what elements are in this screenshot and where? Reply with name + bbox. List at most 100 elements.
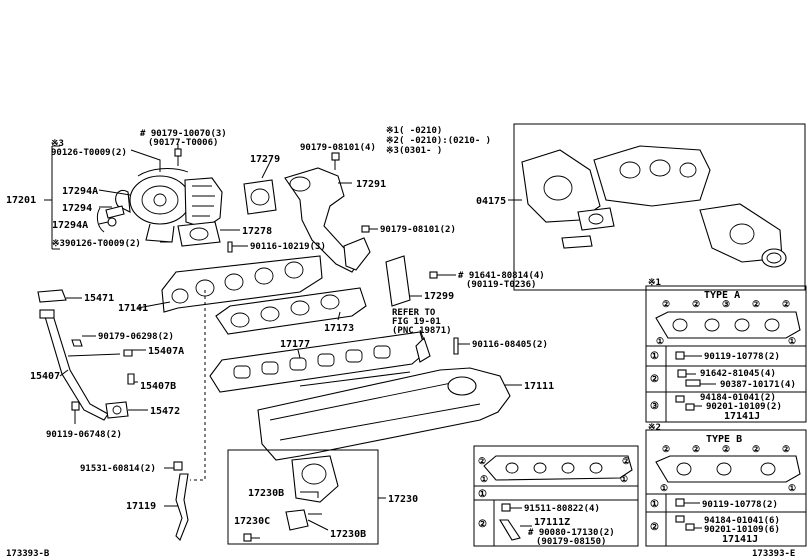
label-17279: 17279 [250,154,280,165]
type-b-row1-num: ① [650,499,659,510]
label-15407a: 15407A [148,346,184,357]
type-b-row2-part-b: 90201-10109(6) [704,525,780,535]
diagram-id-left: 173393-B [6,549,50,559]
callout-2: ② [782,300,790,310]
label-90126-t0009-b: ※390126-T0009(2) [52,239,141,249]
label-17230: 17230 [388,494,418,505]
tube-17119-group [164,461,189,541]
circled-callouts: ② ② ③ ② ② ① ① ② ② ② ② ② ① ① ② ② ① ① [478,300,796,494]
type-a-row1-num: ① [650,351,659,362]
label-91511-80822: 91511-80822(4) [524,504,600,514]
callout-1: ① [660,484,668,494]
type-b-row2-part-a: 94184-01041(6) [704,516,780,526]
intake-manifold-group [257,255,522,461]
type-a-row3-part-a: 94184-01041(2) [700,393,776,403]
note1-line: ※1( -0210) [386,126,442,136]
label-17299: 17299 [424,291,454,302]
label-17230b-1: 17230B [248,488,284,499]
type-a-row3-num: ③ [650,401,659,412]
note3-label: ※3 [51,139,64,149]
bottom-row1-num: ① [478,489,487,500]
turbocharger-group [44,144,248,253]
callout-1: ① [656,337,664,347]
type-a-row1-part: 90119-10778(2) [704,352,780,362]
label-91641-80814: # 91641-80814(4) [458,271,545,281]
label-90080-17130: # 90080-17130(2) [528,528,615,538]
type-b-row1-part: 90119-10778(2) [702,500,778,510]
callout-2: ② [692,300,700,310]
callout-2: ② [622,457,630,467]
label-90179-08150: (90179-08150) [536,537,606,547]
label-17111z: 17111Z [534,517,570,528]
bottom-row2-num: ② [478,519,487,530]
note2-line: ※2( -0210):(0210- ) [386,136,491,146]
label-17230c: 17230C [234,516,270,527]
type-a-row3-part-c: 17141J [724,411,760,422]
label-15471: 15471 [84,293,114,304]
callout-1: ① [620,475,628,485]
refer-fig-label: FIG 19-01 [392,317,441,327]
refer-to-label: REFER TO [392,308,436,318]
bottom-manifold-box [473,445,639,547]
callout-2: ② [752,445,760,455]
type-a-row3-part-b: 90201-10109(2) [706,402,782,412]
type-a-row2-num: ② [650,374,659,385]
diagram-id-right: 173393-E [752,549,795,559]
callout-2: ② [752,300,760,310]
label-90177-t0006: (90177-T0006) [148,138,218,148]
type-a-title: TYPE A [704,290,740,301]
label-17294: 17294 [62,203,92,214]
label-17291: 17291 [356,179,386,190]
oil-pipe-group [37,289,148,424]
callout-2: ② [478,457,486,467]
exhaust-pipe-group [243,152,378,273]
label-17173: 17173 [324,323,354,334]
callout-1: ① [480,475,488,485]
type-a-note: ※1 [648,278,661,288]
callout-2: ② [692,445,700,455]
callout-1: ① [788,337,796,347]
bottom-box-labels: ① ② [478,489,487,530]
label-90126-t0009: 90126-T0009(2) [51,148,127,158]
callout-2: ② [782,445,790,455]
type-b-row2-part-c: 17141J [722,534,758,545]
label-90116-10219: 90116-10219(3) [250,242,326,252]
label-90119-06748: 90119-06748(2) [46,430,122,440]
label-04175: 04175 [476,196,506,207]
label-15407: 15407 [30,371,60,382]
part-labels: ※3 90126-T0009(2) 17201 17294A 17294 172… [6,126,795,559]
label-90179-10070: # 90179-10070(3) [140,129,227,139]
label-91531-60814: 91531-60814(2) [80,464,156,474]
type-b-title: TYPE B [706,434,742,445]
callout-3: ③ [722,300,730,310]
egr-box-group [227,449,386,545]
callout-2: ② [722,445,730,455]
label-90179-06298: 90179-06298(2) [98,332,174,342]
label-17294a-2: 17294A [52,220,88,231]
type-a-row2-part-b: 90387-10171(4) [720,380,796,390]
type-b-note: ※2 [648,423,661,433]
label-90119-t0236: (90119-T0236) [466,280,536,290]
callout-2: ② [662,300,670,310]
label-17119: 17119 [126,501,156,512]
exhaust-manifold-group [137,255,427,393]
label-17230b-2: 17230B [330,529,366,540]
type-a-labels: ※1 TYPE A ① 90119-10778(2) ② 91642-81045… [648,278,796,422]
type-b-row2-num: ② [650,522,659,533]
type-a-row2-part-a: 91642-81045(4) [700,369,776,379]
type-b-box [645,429,807,547]
dashed-leader [190,290,206,481]
gasket-kit-box [508,123,806,291]
label-17177: 17177 [280,339,310,350]
type-a-box [645,285,807,423]
label-15407b: 15407B [140,381,176,392]
refer-pnc-label: (PNC 19871) [392,326,452,336]
callout-2: ② [662,445,670,455]
label-17111: 17111 [524,381,554,392]
label-15472: 15472 [150,406,180,417]
callout-1: ① [788,484,796,494]
label-90179-08101-4: 90179-08101(4) [300,143,376,153]
label-90116-08405: 90116-08405(2) [472,340,548,350]
label-17294a-1: 17294A [62,186,98,197]
